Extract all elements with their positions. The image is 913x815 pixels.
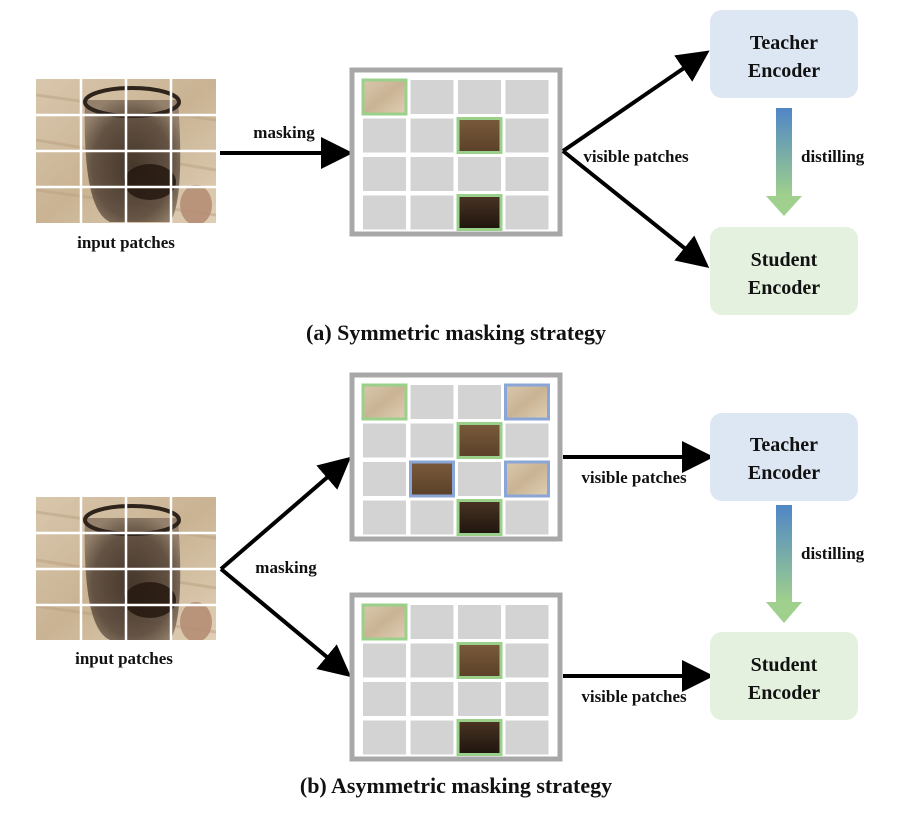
student-label-b-line1: Student bbox=[751, 654, 818, 676]
visible-patch bbox=[456, 422, 503, 459]
masked-patch bbox=[505, 643, 549, 678]
visible-patch bbox=[456, 499, 503, 536]
masking-label-a: masking bbox=[253, 123, 315, 142]
input-label-a: input patches bbox=[77, 233, 175, 252]
masked-patch bbox=[458, 462, 501, 496]
distill-label-b: distilling bbox=[801, 544, 865, 563]
teacher-encoder-b bbox=[710, 413, 858, 501]
masked-patch bbox=[458, 605, 501, 639]
masked-patch bbox=[505, 682, 549, 716]
visible-patch bbox=[456, 194, 503, 231]
visible-patch bbox=[361, 603, 408, 641]
teacher-label-a-line2: Encoder bbox=[748, 60, 820, 82]
masked-patch bbox=[410, 385, 454, 419]
distill-arrow-b bbox=[766, 505, 802, 623]
input-grid-lines-a bbox=[36, 79, 216, 223]
panel-a: input patches masking visible patches Te… bbox=[36, 10, 865, 345]
teacher-masked-grid-b bbox=[361, 383, 550, 536]
student-masked-grid-b bbox=[361, 603, 549, 756]
masking-arrow-b-top bbox=[219, 456, 352, 571]
masked-patch bbox=[363, 643, 406, 678]
masked-patch bbox=[410, 682, 454, 716]
visible-label-b-bottom: visible patches bbox=[581, 687, 687, 706]
panel-b: input patches masking visible patches vi… bbox=[36, 372, 865, 798]
masked-patch bbox=[363, 720, 406, 755]
masked-patch bbox=[410, 157, 454, 191]
masked-patch bbox=[363, 118, 406, 153]
input-label-b: input patches bbox=[75, 649, 173, 668]
input-grid-lines-b bbox=[36, 497, 216, 640]
masking-arrow-b-bottom bbox=[219, 567, 352, 678]
student-encoder-a bbox=[710, 227, 858, 315]
visible-label-a: visible patches bbox=[583, 147, 689, 166]
masked-patch bbox=[410, 500, 454, 535]
masked-patch bbox=[410, 605, 454, 639]
masked-patch bbox=[505, 118, 549, 153]
masked-patch bbox=[505, 157, 549, 191]
visible-patch bbox=[504, 383, 550, 421]
masked-patch bbox=[505, 195, 549, 230]
masked-patch bbox=[505, 80, 549, 114]
masked-patch bbox=[410, 423, 454, 458]
visible-patch bbox=[409, 460, 455, 498]
masked-patch bbox=[410, 118, 454, 153]
masked-patch bbox=[505, 423, 549, 458]
student-label-b-line2: Encoder bbox=[748, 682, 820, 704]
visible-label-b-top: visible patches bbox=[581, 468, 687, 487]
student-encoder-b bbox=[710, 632, 858, 720]
visible-patch bbox=[456, 117, 503, 154]
masked-patch bbox=[410, 80, 454, 114]
arrow-to-teacher-a bbox=[561, 50, 710, 153]
masked-patch bbox=[410, 643, 454, 678]
student-label-a-line2: Encoder bbox=[748, 277, 820, 299]
masked-patch bbox=[458, 157, 501, 191]
masked-patch bbox=[458, 80, 501, 114]
visible-patch bbox=[504, 460, 550, 498]
masked-patch bbox=[505, 500, 549, 535]
teacher-encoder-a bbox=[710, 10, 858, 98]
visible-patch bbox=[456, 642, 503, 679]
visible-patch bbox=[361, 78, 408, 116]
masked-patch bbox=[505, 605, 549, 639]
masked-patch bbox=[458, 385, 501, 419]
masked-patch bbox=[410, 195, 454, 230]
masked-patch bbox=[410, 720, 454, 755]
student-label-a-line1: Student bbox=[751, 249, 818, 271]
masked-grid-a bbox=[361, 78, 549, 231]
masked-patch bbox=[363, 195, 406, 230]
teacher-label-a-line1: Teacher bbox=[750, 32, 818, 54]
masking-label-b: masking bbox=[255, 558, 317, 577]
visible-patch bbox=[361, 383, 408, 421]
visible-patch bbox=[456, 719, 503, 756]
caption-a: (a) Symmetric masking strategy bbox=[306, 320, 606, 345]
masked-patch bbox=[363, 157, 406, 191]
teacher-label-b-line1: Teacher bbox=[750, 434, 818, 456]
masked-patch bbox=[458, 682, 501, 716]
arrow-to-student-a bbox=[561, 149, 710, 268]
masked-patch bbox=[505, 720, 549, 755]
masked-patch bbox=[363, 682, 406, 716]
distill-arrow-a bbox=[766, 108, 802, 216]
caption-b: (b) Asymmetric masking strategy bbox=[300, 773, 612, 798]
masked-patch bbox=[363, 462, 406, 496]
distill-label-a: distilling bbox=[801, 147, 865, 166]
teacher-label-b-line2: Encoder bbox=[748, 462, 820, 484]
masked-patch bbox=[363, 423, 406, 458]
masked-patch bbox=[363, 500, 406, 535]
